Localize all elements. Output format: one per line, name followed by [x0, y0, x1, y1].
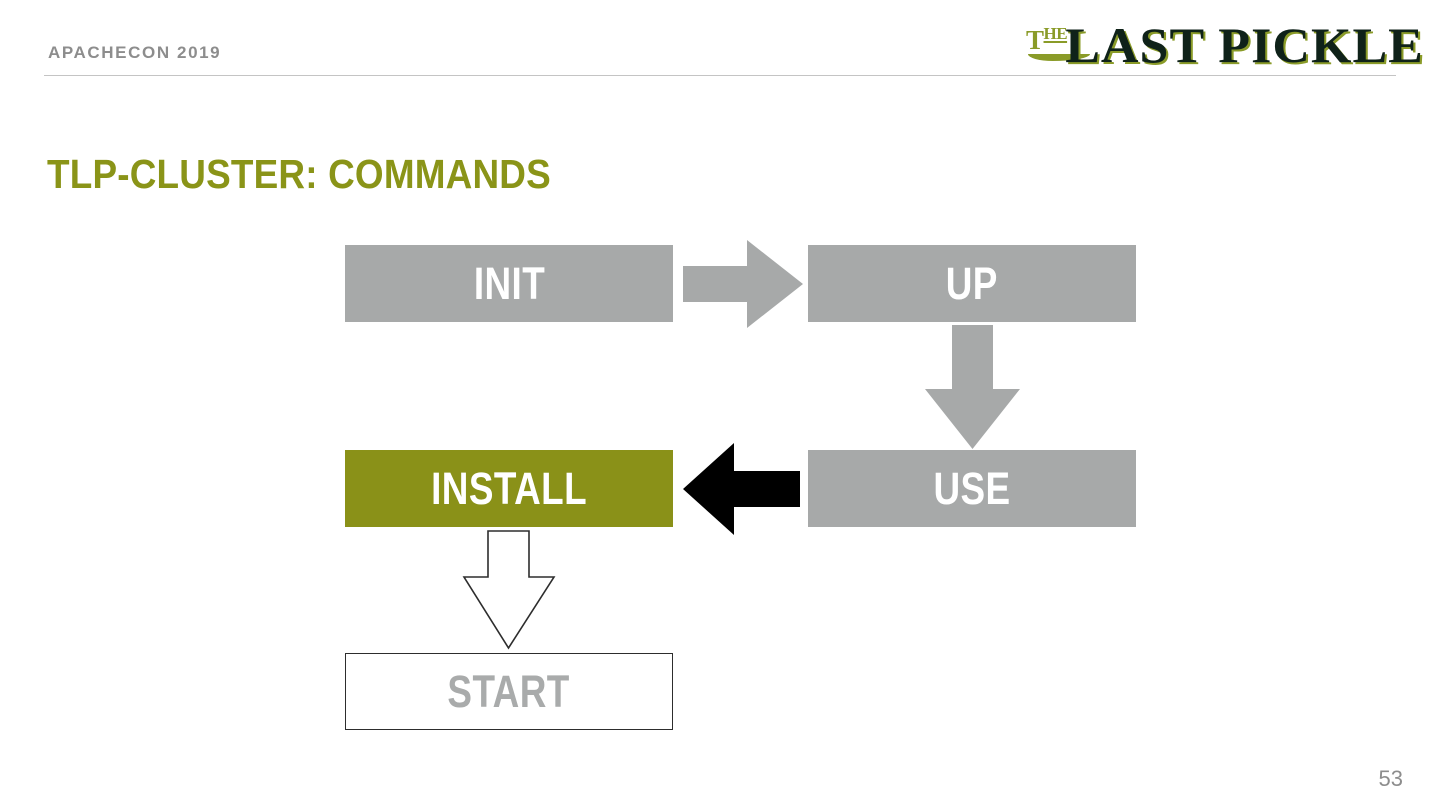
logo-wordmark: LAST PICKLE	[1065, 17, 1424, 73]
flow-node-start-label: START	[447, 666, 571, 717]
page-number: 53	[1378, 766, 1403, 791]
flow-node-install[interactable]: INSTALL	[345, 450, 673, 527]
logo-swash-icon	[1028, 54, 1090, 61]
arrow-down-icon-up-to-use	[925, 325, 1020, 449]
logo-the-he: HE	[1043, 24, 1068, 43]
brand-logo: THE LAST PICKLE	[1026, 8, 1424, 70]
page-title: TLP-CLUSTER: COMMANDS	[47, 151, 551, 198]
flow-node-use-label: USE	[933, 463, 1011, 514]
flow-node-use[interactable]: USE	[808, 450, 1136, 527]
arrow-left-icon-use-to-install	[683, 443, 800, 535]
logo-the-t: T	[1026, 25, 1044, 55]
flow-node-init-label: INIT	[473, 258, 545, 309]
flow-node-install-label: INSTALL	[431, 463, 587, 514]
flow-node-up-label: UP	[945, 258, 999, 309]
flow-node-init[interactable]: INIT	[345, 245, 673, 322]
logo-the-mark: THE	[1026, 24, 1090, 61]
arrow-right-icon-init-to-up	[683, 240, 803, 328]
header-divider	[44, 75, 1396, 76]
arrow-down-outline-icon-install-to-start	[462, 530, 556, 650]
slide-eyebrow: APACHECON 2019	[48, 43, 222, 62]
flow-node-up[interactable]: UP	[808, 245, 1136, 322]
flow-node-start[interactable]: START	[345, 653, 673, 730]
